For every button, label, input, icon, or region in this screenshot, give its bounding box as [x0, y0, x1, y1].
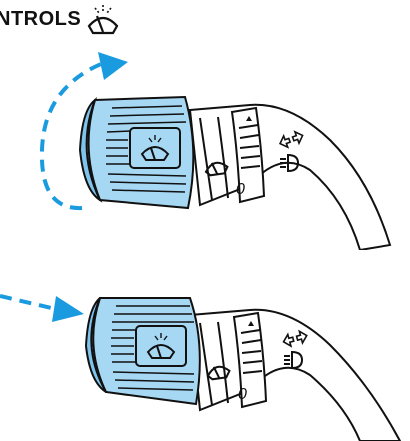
section-title: NTROLS: [0, 8, 81, 31]
stalk-body: [190, 310, 400, 441]
stalk-zero-label: 0: [236, 181, 245, 198]
push-arrow-head: [52, 296, 84, 322]
windshield-wiper-washer-icon: [85, 2, 121, 36]
wiper-stalk-rotate-diagram: 0: [0, 40, 410, 250]
push-direction-arrow: [0, 296, 60, 310]
rotate-arrow-head: [98, 52, 128, 80]
stalk-zero-label: 0: [238, 386, 247, 403]
wiper-stalk-push-diagram: 0: [0, 255, 410, 441]
section-header: NTROLS: [0, 2, 121, 36]
